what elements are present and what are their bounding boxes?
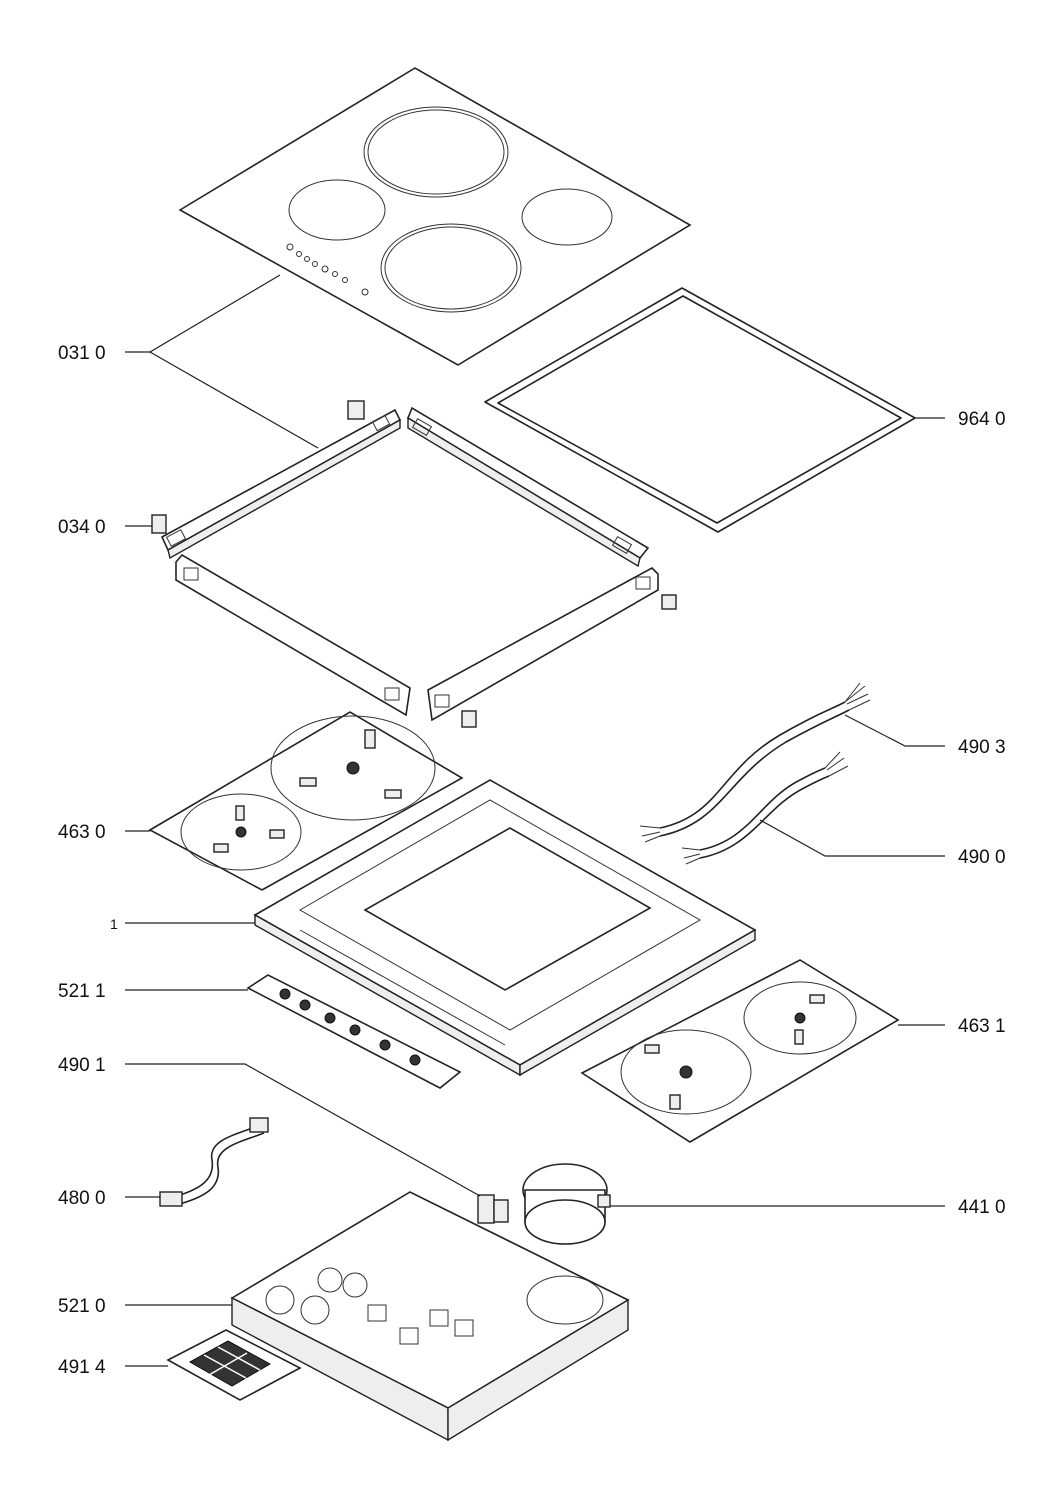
control-board (246, 974, 462, 1089)
clip-left (151, 514, 167, 534)
connector-block (477, 1194, 509, 1224)
label-490-0: 490 0 (958, 847, 1006, 868)
ribbon-cable (159, 1117, 269, 1207)
label-521-1: 521 1 (58, 981, 106, 1002)
label-441-0: 441 0 (958, 1197, 1006, 1218)
label-480-0: 480 0 (58, 1188, 106, 1209)
label-491-4: 491 4 (58, 1357, 106, 1378)
support-frame (253, 779, 757, 1077)
label-463-0: 463 0 (58, 822, 106, 843)
induction-coil-plate-left (148, 711, 464, 891)
fan (522, 1163, 611, 1245)
clip-top (347, 400, 365, 420)
label-490-3: 490 3 (958, 737, 1006, 758)
frame-rails (151, 400, 677, 728)
label-463-1: 463 1 (958, 1016, 1006, 1037)
power-cables (639, 682, 871, 865)
clip-bottom (461, 710, 477, 728)
glass-cooktop-panel (178, 67, 692, 366)
control-buttons (286, 243, 369, 296)
clip-right (661, 594, 677, 610)
label-1: 1 (110, 916, 118, 932)
leader-lines (125, 274, 945, 1367)
filter-grid (166, 1329, 302, 1401)
induction-coil-plate-right (580, 959, 900, 1143)
label-034-0: 034 0 (58, 517, 106, 538)
electronics-base (230, 1191, 630, 1442)
label-521-0: 521 0 (58, 1296, 106, 1317)
label-964-0: 964 0 (958, 409, 1006, 430)
label-031-0: 031 0 (58, 343, 106, 364)
label-490-1: 490 1 (58, 1055, 106, 1076)
